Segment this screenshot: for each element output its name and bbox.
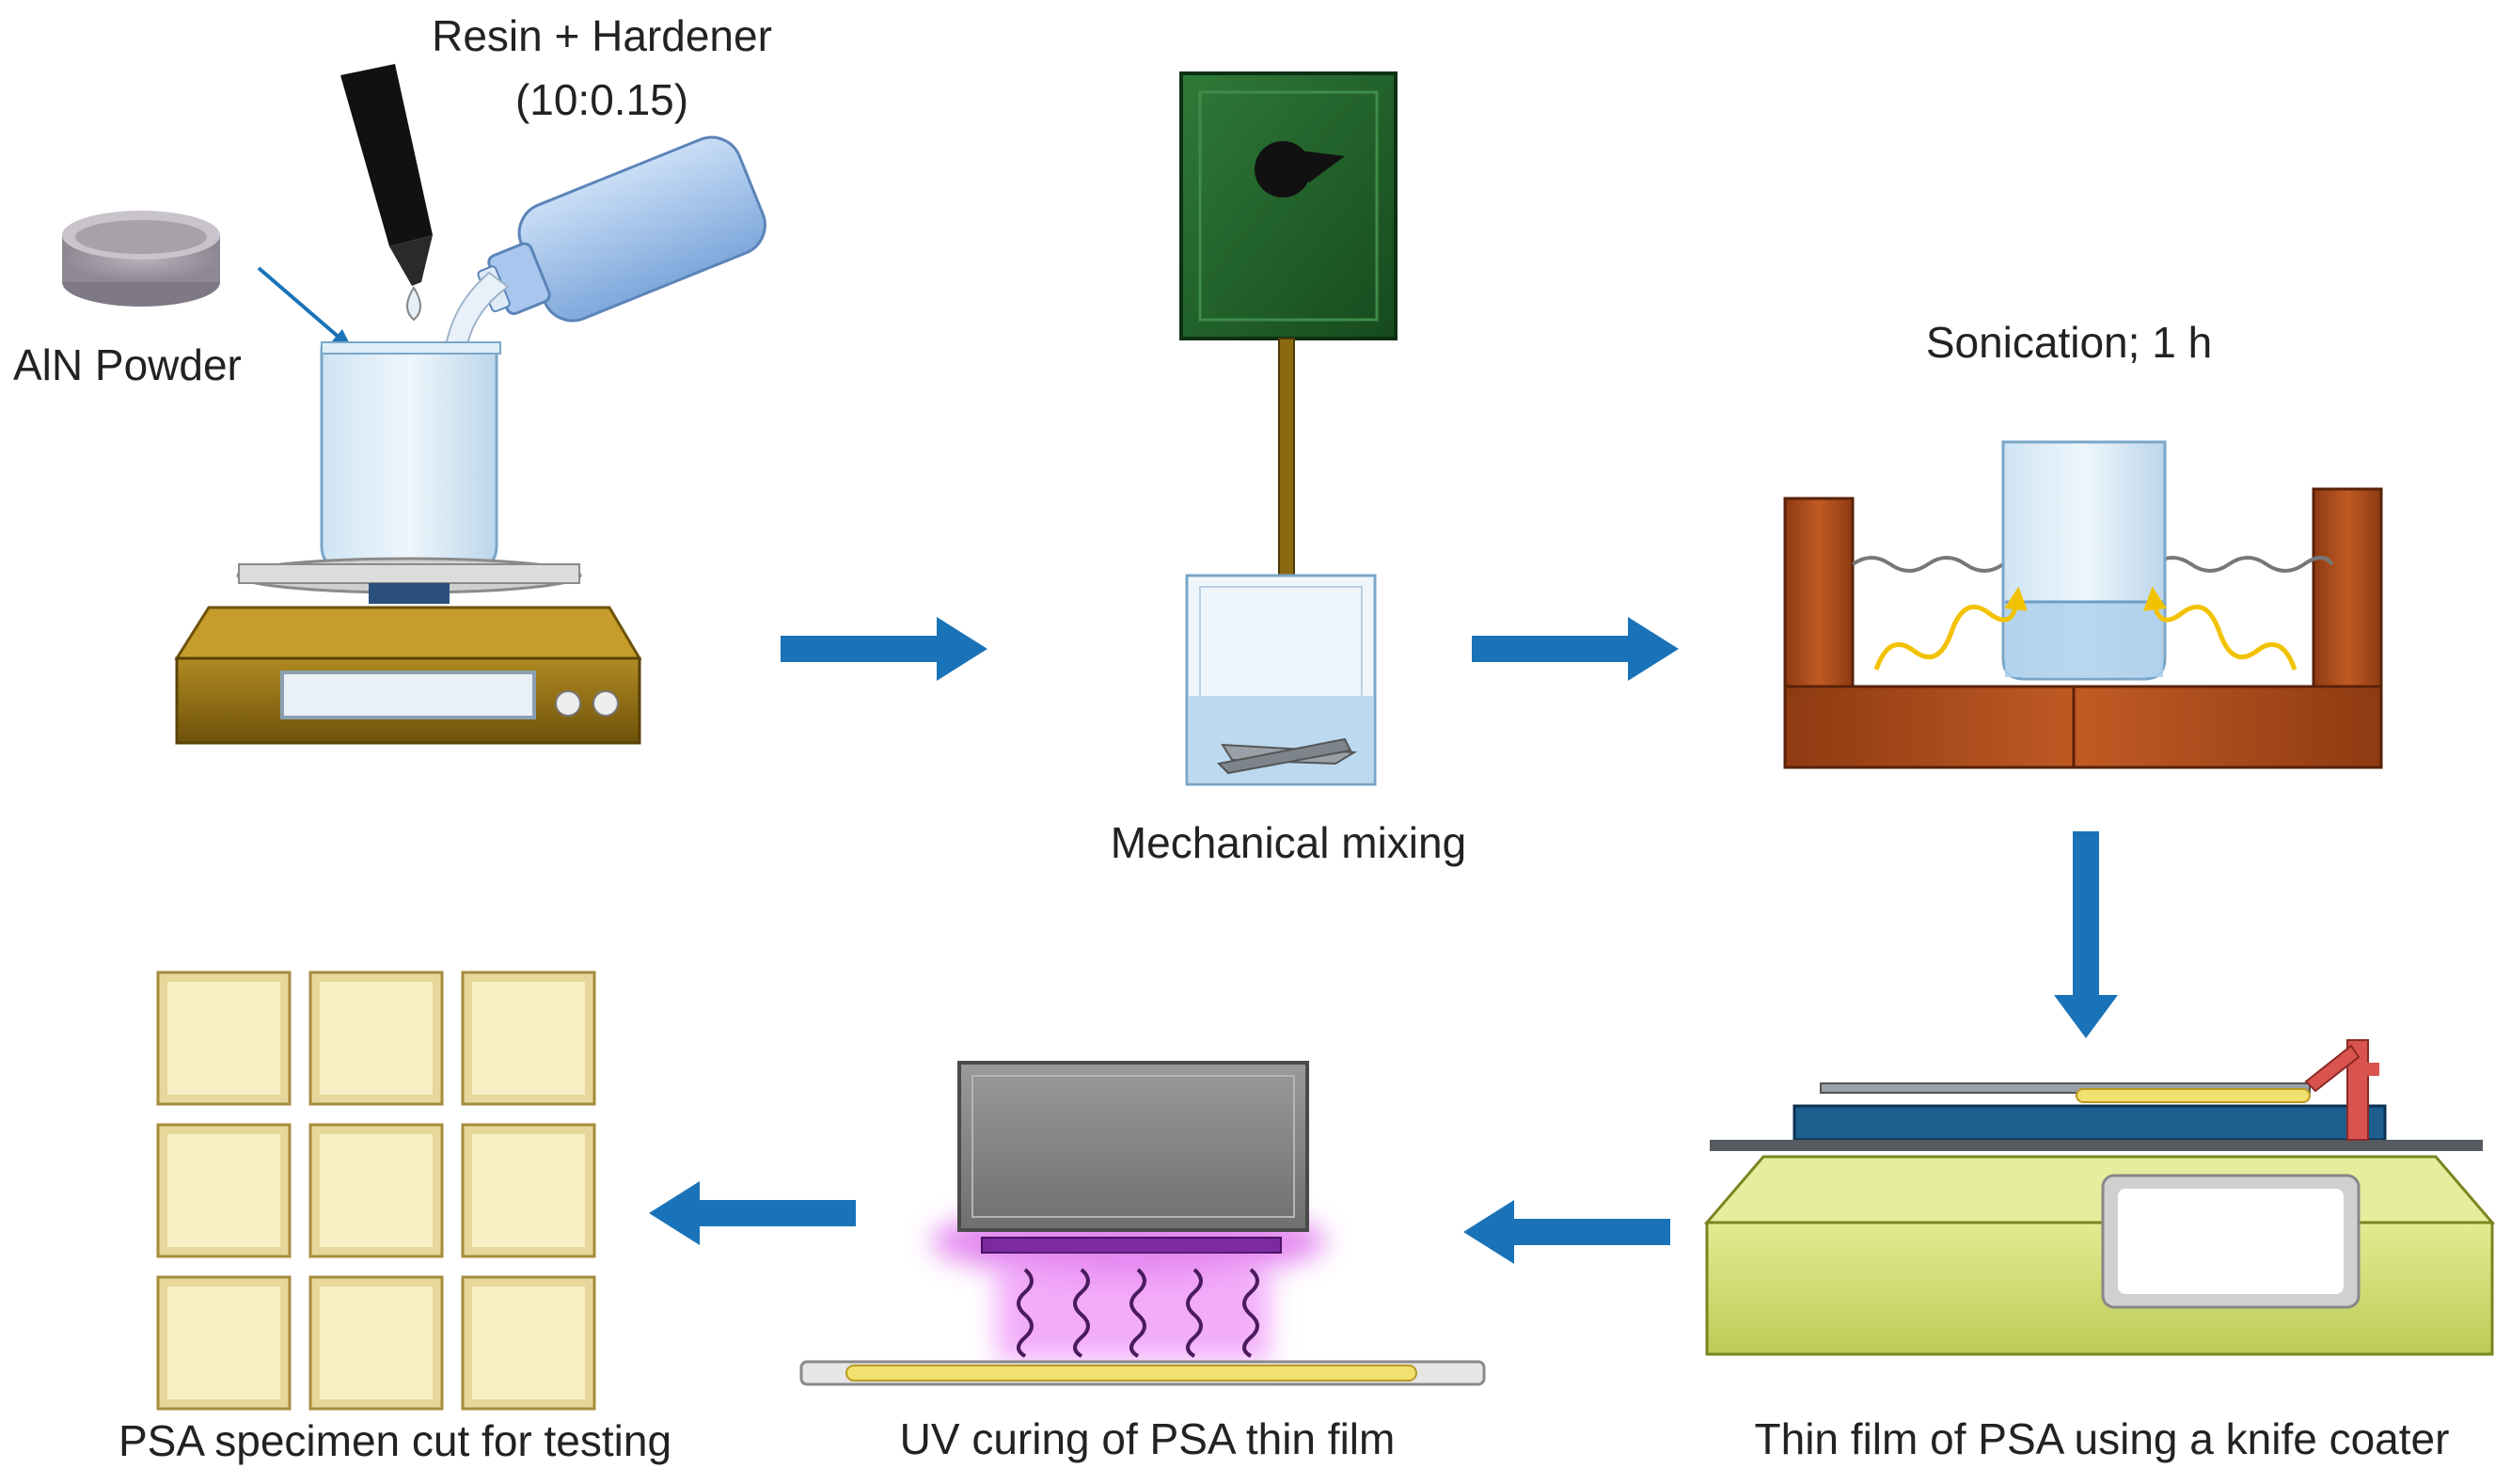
resin-hardener-label: Resin + Hardener bbox=[432, 11, 772, 60]
stirring-beaker-icon bbox=[1185, 574, 1377, 786]
mechanical-mixing-label: Mechanical mixing bbox=[1110, 818, 1467, 867]
specimen-tile-face bbox=[167, 1287, 280, 1399]
specimen-tile-face bbox=[320, 982, 433, 1095]
specimen-tile-face bbox=[472, 982, 585, 1095]
flow-arrow-coat-to-uv bbox=[1463, 1200, 1670, 1264]
uv-curing-label: UV curing of PSA thin film bbox=[899, 1414, 1396, 1463]
stirrer-knob-icon bbox=[1255, 141, 1345, 197]
powder-pointer-arrow-icon bbox=[257, 266, 352, 348]
aln-powder-dish-icon bbox=[62, 211, 220, 307]
specimen-tile-face bbox=[472, 1134, 585, 1247]
specimen-cut-label: PSA specimen cut for testing bbox=[118, 1416, 672, 1465]
specimen-grid bbox=[156, 971, 596, 1411]
aln-powder-label: AlN Powder bbox=[13, 340, 242, 389]
mixing-beaker-icon bbox=[320, 341, 501, 570]
flow-arrow-weigh-to-mix bbox=[781, 617, 987, 681]
coater-blade-icon bbox=[2304, 1039, 2379, 1141]
specimen-tile-face bbox=[167, 1134, 280, 1247]
uv-radiation-waves bbox=[1017, 1268, 1259, 1358]
specimen-tile-face bbox=[472, 1287, 585, 1399]
knife-coater bbox=[1703, 1039, 2496, 1356]
uv-curing-unit bbox=[799, 1061, 1486, 1386]
ultrasound-wave-right-icon bbox=[2142, 586, 2298, 671]
sonication-beaker-icon bbox=[2001, 440, 2167, 681]
specimen-tile-face bbox=[320, 1287, 433, 1399]
flow-arrow-uv-to-specimen bbox=[649, 1181, 856, 1245]
weighing-station bbox=[62, 64, 766, 745]
ratio-label: (10:0.15) bbox=[514, 75, 689, 124]
hardener-bottle-icon bbox=[438, 135, 766, 396]
knife-coater-label: Thin film of PSA using a knife coater bbox=[1754, 1414, 2450, 1463]
sonication-label: Sonication; 1 h bbox=[1925, 318, 2213, 367]
mechanical-stirrer bbox=[1179, 71, 1398, 786]
balance-icon bbox=[174, 557, 642, 745]
specimen-tile-face bbox=[167, 982, 280, 1095]
specimen-tile-face bbox=[320, 1134, 433, 1247]
ultrasound-wave-left-icon bbox=[1873, 586, 2029, 671]
sonication-bath bbox=[1783, 440, 2383, 769]
flow-arrow-sonicate-to-coat bbox=[2054, 831, 2118, 1038]
flow-arrow-mix-to-sonicate bbox=[1472, 617, 1679, 681]
dropper-icon bbox=[340, 64, 433, 322]
